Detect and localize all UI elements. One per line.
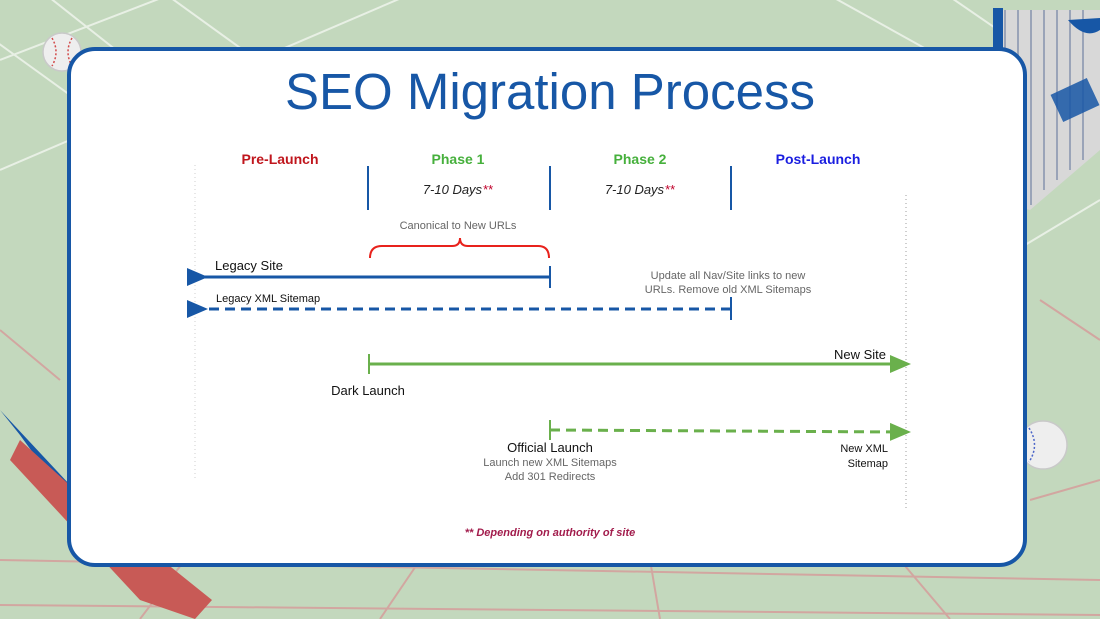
- canonical-brace: [369, 237, 550, 259]
- note-line: Update all Nav/Site links to new: [650, 270, 806, 282]
- label-line: New XML: [840, 443, 888, 455]
- official-launch-label: Official Launch: [507, 440, 593, 455]
- label-line: Sitemap: [847, 458, 888, 470]
- phase-label: Pre-Launch: [241, 151, 319, 167]
- phase-2: Phase 2: [550, 151, 730, 167]
- slide-card: [67, 47, 1027, 567]
- new-xml-arrow: [549, 422, 911, 441]
- update-links-note: Update all Nav/Site links to new URLs. R…: [598, 269, 858, 297]
- slide-title: SEO Migration Process: [284, 63, 816, 120]
- phase-post-launch: Post-Launch: [728, 151, 908, 167]
- phase-label: Phase 2: [613, 151, 667, 167]
- new-xml-label: New XML Sitemap: [818, 442, 888, 472]
- phase-2-duration: 7-10 Days**: [550, 182, 730, 197]
- note-line: Launch new XML Sitemaps: [483, 457, 617, 469]
- legacy-xml-label: Legacy XML Sitemap: [216, 293, 321, 305]
- dark-launch-label: Dark Launch: [331, 383, 405, 398]
- phase-label: Post-Launch: [775, 151, 861, 167]
- duration-marker: **: [483, 182, 494, 197]
- canonical-label: Canonical to New URLs: [399, 220, 517, 232]
- new-site-label: New Site: [833, 347, 886, 362]
- phase-1-duration: 7-10 Days**: [368, 182, 548, 197]
- note-line: URLs. Remove old XML Sitemaps: [644, 284, 812, 296]
- duration-marker: **: [665, 182, 676, 197]
- phase-dividers: [367, 166, 732, 210]
- footnote: ** Depending on authority of site: [464, 527, 636, 539]
- phase-1: Phase 1: [368, 151, 548, 167]
- duration-text: 7-10 Days: [422, 182, 483, 197]
- phase-label: Phase 1: [431, 151, 485, 167]
- phase-pre-launch: Pre-Launch: [190, 151, 370, 167]
- official-launch-notes: Launch new XML Sitemaps Add 301 Redirect…: [450, 456, 650, 484]
- note-line: Add 301 Redirects: [504, 471, 596, 483]
- duration-text: 7-10 Days: [604, 182, 665, 197]
- legacy-site-label: Legacy Site: [215, 258, 283, 273]
